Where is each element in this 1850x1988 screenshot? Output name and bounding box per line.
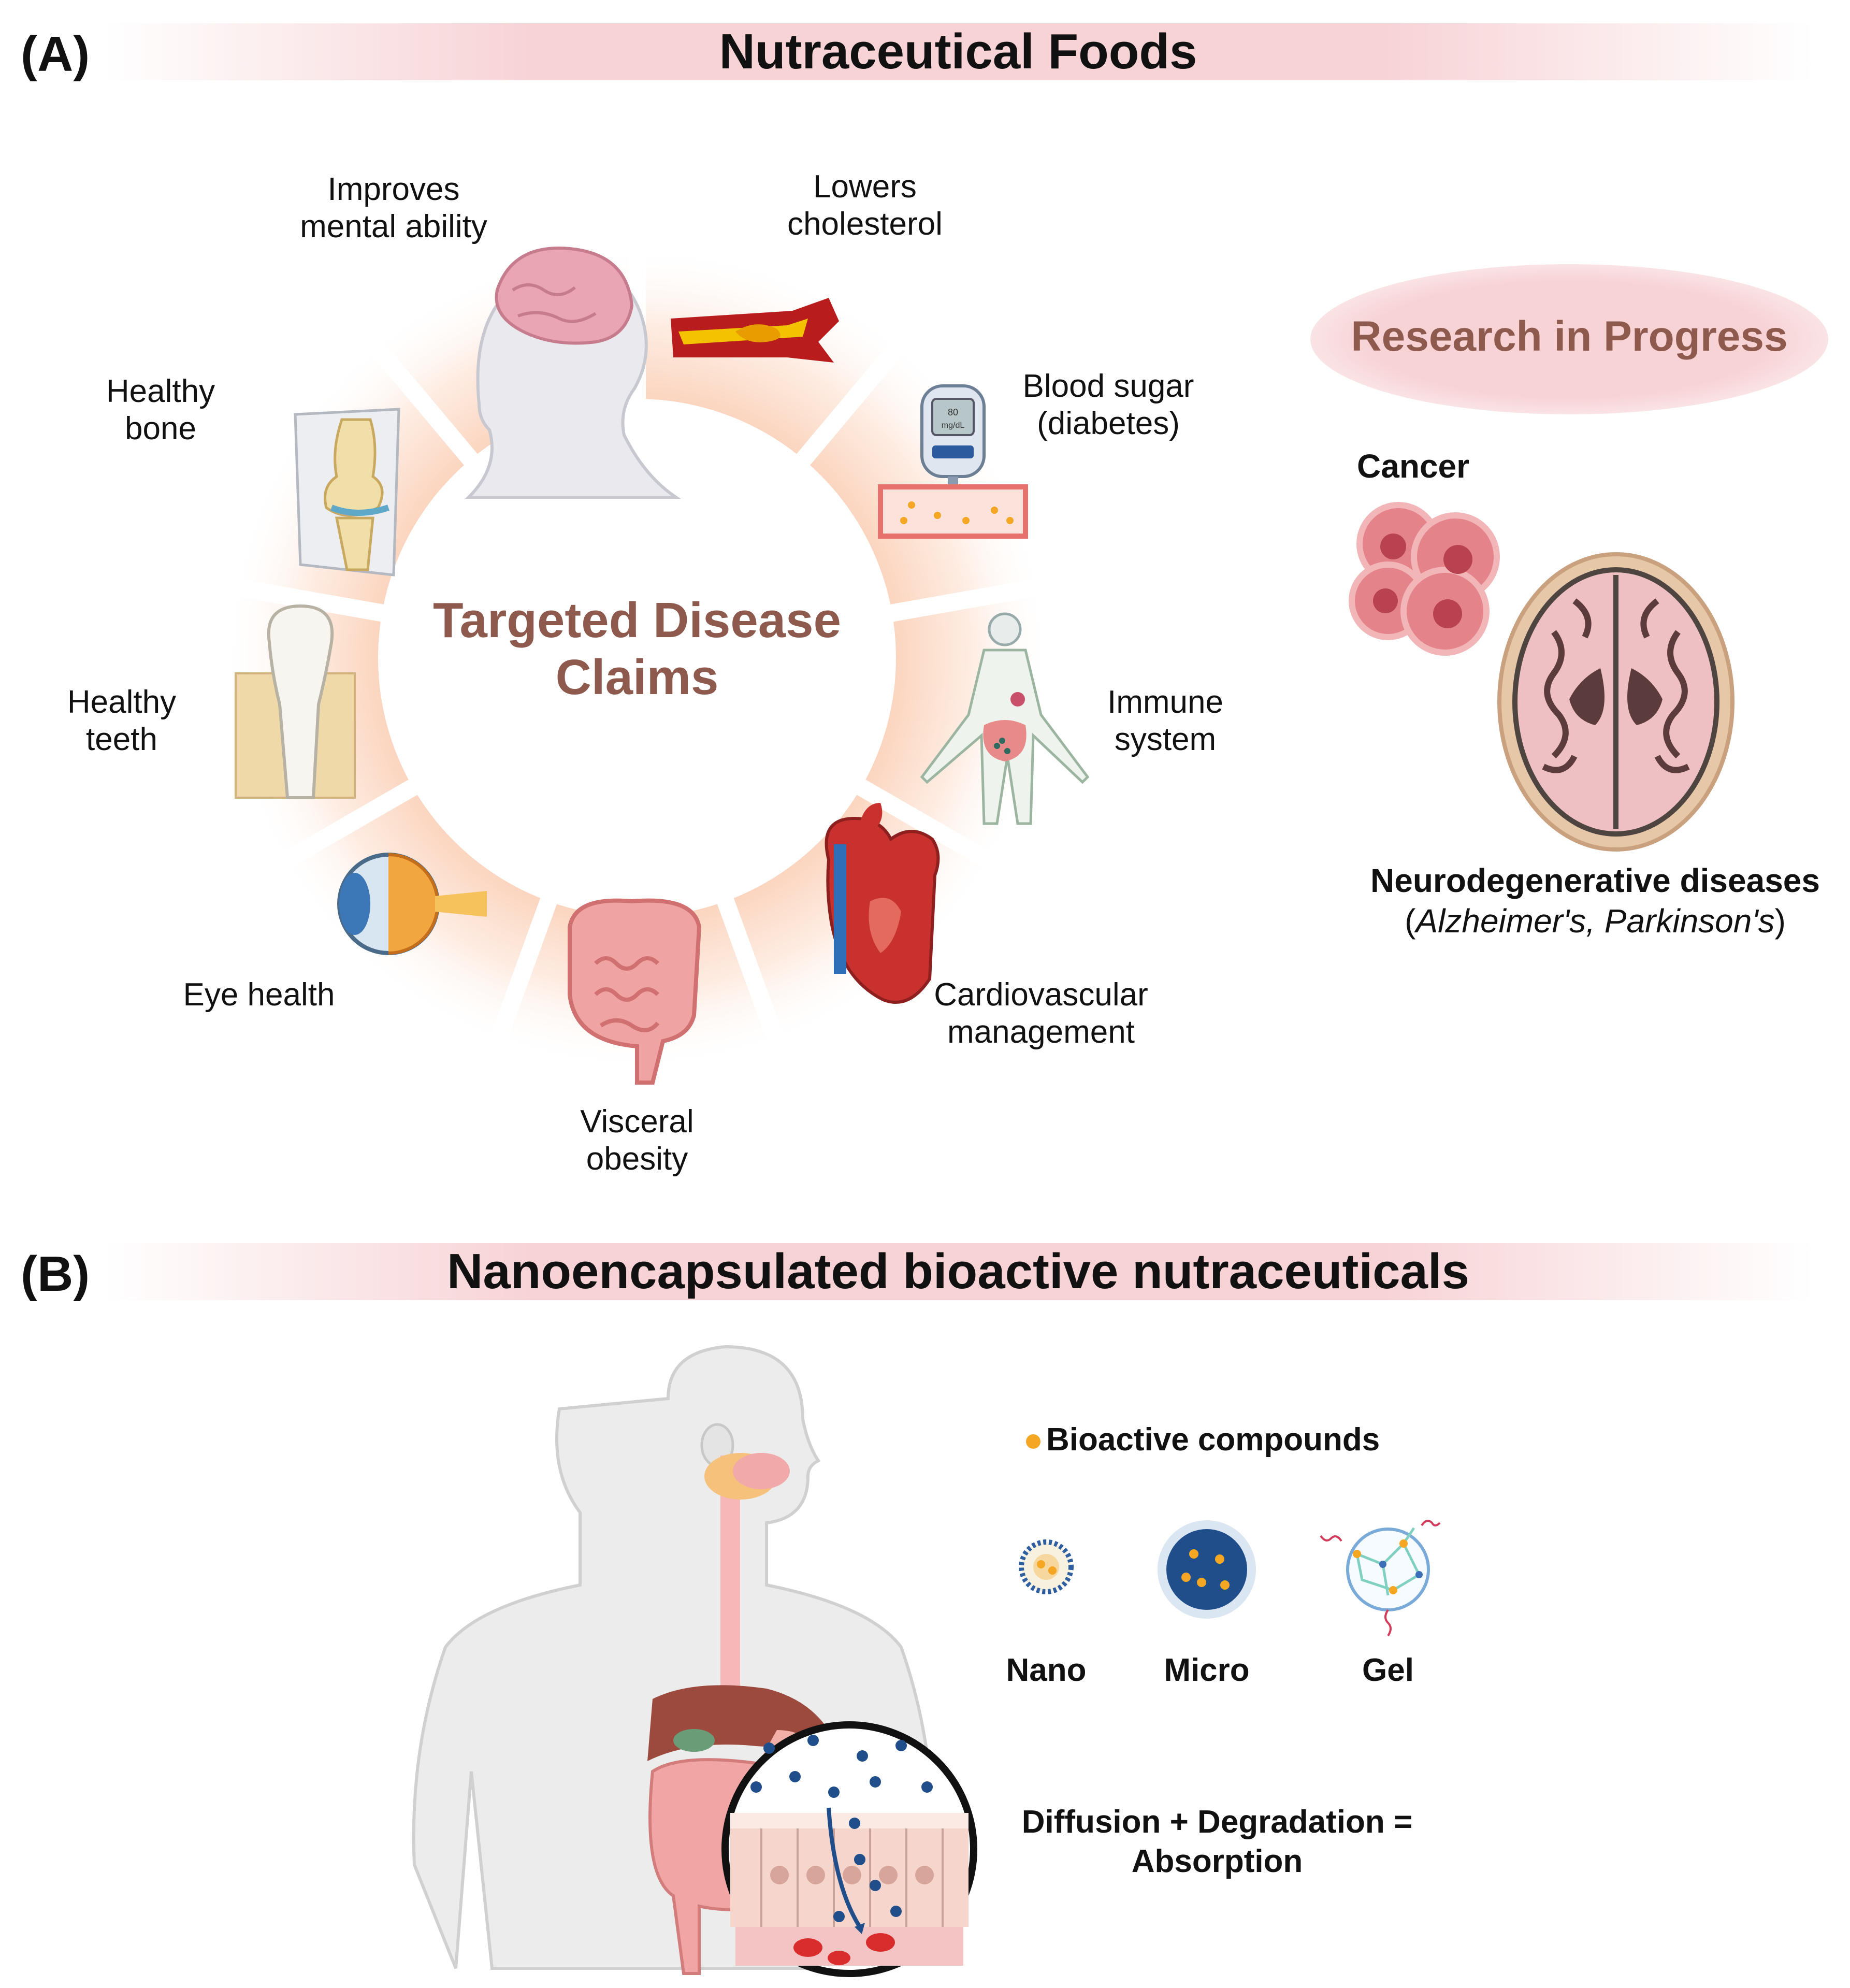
panel-a-title: Nutraceutical Foods: [719, 24, 1197, 79]
research-badge: [1310, 264, 1828, 414]
claim-cholesterol-line-1: Lowers: [813, 169, 917, 205]
claim-cholesterol: Lowers cholesterol: [761, 168, 969, 243]
claim-visceral-obesity-line-2: obesity: [586, 1141, 688, 1177]
claim-mental-ability: Improves mental ability: [280, 171, 508, 246]
claim-healthy-teeth-line-2: teeth: [86, 722, 157, 757]
claim-blood-sugar-line-2: (diabetes): [1037, 406, 1180, 441]
claim-visceral-obesity-line-1: Visceral: [580, 1104, 694, 1140]
heart-icon: [825, 803, 940, 1004]
panel-b-title: Nanoencapsulated bioactive nutraceutical…: [447, 1244, 1469, 1299]
claim-cardiovascular: Cardiovascular management: [912, 976, 1170, 1051]
microsphere-icon: [1158, 1520, 1256, 1619]
neuro-sub-close: ): [1774, 902, 1786, 940]
research-illustrations: [1349, 502, 1735, 852]
center-title-line-2: Claims: [556, 650, 719, 705]
intestine-icon: [568, 898, 702, 1085]
carrier-nano-label: Nano: [1006, 1652, 1087, 1688]
research-title: Research in Progress: [1351, 313, 1788, 360]
neuro-sub-open: (: [1405, 902, 1416, 940]
claim-immune-system-line-1: Immune: [1107, 684, 1223, 720]
panel-b-banner: Nanoencapsulated bioactive nutraceutical…: [104, 1243, 1813, 1300]
claim-healthy-bone-line-2: bone: [125, 411, 196, 446]
neuro-label: Neurodegenerative diseases: [1370, 862, 1820, 899]
claim-eye-health-line-1: Eye health: [183, 977, 335, 1013]
panel-a-label: (A): [21, 26, 90, 82]
center-title-line-1: Targeted Disease: [433, 593, 841, 648]
glucose-meter-icon: 80 mg/dL: [878, 384, 1028, 539]
equation-line-1: Diffusion + Degradation =: [1021, 1804, 1413, 1840]
brain-section-icon: [1497, 552, 1735, 852]
claim-healthy-teeth-line-1: Healthy: [67, 684, 177, 720]
lymphatic-body-icon: [920, 612, 1090, 825]
cancer-cells-icon: [1349, 502, 1500, 656]
claim-cardiovascular-line-2: management: [947, 1014, 1135, 1050]
neuro-sub-diseases: Alzheimer's, Parkinson's: [1415, 902, 1775, 940]
knee-joint-icon: [294, 408, 400, 577]
bioactive-legend: Bioactive compounds: [1046, 1422, 1380, 1458]
meter-value: 80: [948, 407, 958, 417]
claim-mental-ability-line-2: mental ability: [300, 209, 487, 244]
artery-plaque-icon: [671, 298, 839, 363]
claim-healthy-bone: Healthy bone: [88, 373, 233, 448]
claim-healthy-teeth: Healthy teeth: [52, 684, 192, 758]
claim-visceral-obesity: Visceral obesity: [549, 1103, 725, 1178]
claim-healthy-bone-line-1: Healthy: [106, 373, 215, 409]
wheel-center: [378, 399, 896, 917]
carrier-gel-label: Gel: [1362, 1652, 1414, 1688]
claim-immune-system: Immune system: [1082, 684, 1248, 758]
claim-eye-health: Eye health: [171, 976, 347, 1014]
cancer-label: Cancer: [1357, 448, 1469, 485]
claim-blood-sugar: Blood sugar (diabetes): [1005, 368, 1212, 442]
panel-b-label: (B): [21, 1246, 90, 1302]
absorption-equation: Diffusion + Degradation = Absorption: [994, 1803, 1440, 1881]
carrier-micro-label: Micro: [1164, 1652, 1250, 1688]
liposome-icon: [1019, 1539, 1074, 1594]
claim-mental-ability-line-1: Improves: [327, 171, 460, 207]
claim-blood-sugar-line-1: Blood sugar: [1022, 368, 1194, 404]
claim-immune-system-line-2: system: [1114, 722, 1217, 757]
tooth-icon: [235, 604, 356, 799]
bioactive-dot-icon: [1026, 1434, 1040, 1449]
meter-unit: mg/dL: [942, 421, 965, 430]
hydrogel-icon: [1320, 1520, 1441, 1637]
panel-a-banner: Nutraceutical Foods: [104, 23, 1813, 80]
equation-line-2: Absorption: [1131, 1843, 1303, 1879]
claim-cholesterol-line-2: cholesterol: [787, 206, 943, 242]
claim-cardiovascular-line-1: Cardiovascular: [934, 977, 1148, 1013]
eye-icon: [337, 853, 487, 955]
brain-head-icon: [465, 247, 681, 499]
magnified-villi-icon: [721, 1721, 977, 1977]
neuro-sublabel: (Alzheimer's, Parkinson's): [1347, 900, 1844, 942]
